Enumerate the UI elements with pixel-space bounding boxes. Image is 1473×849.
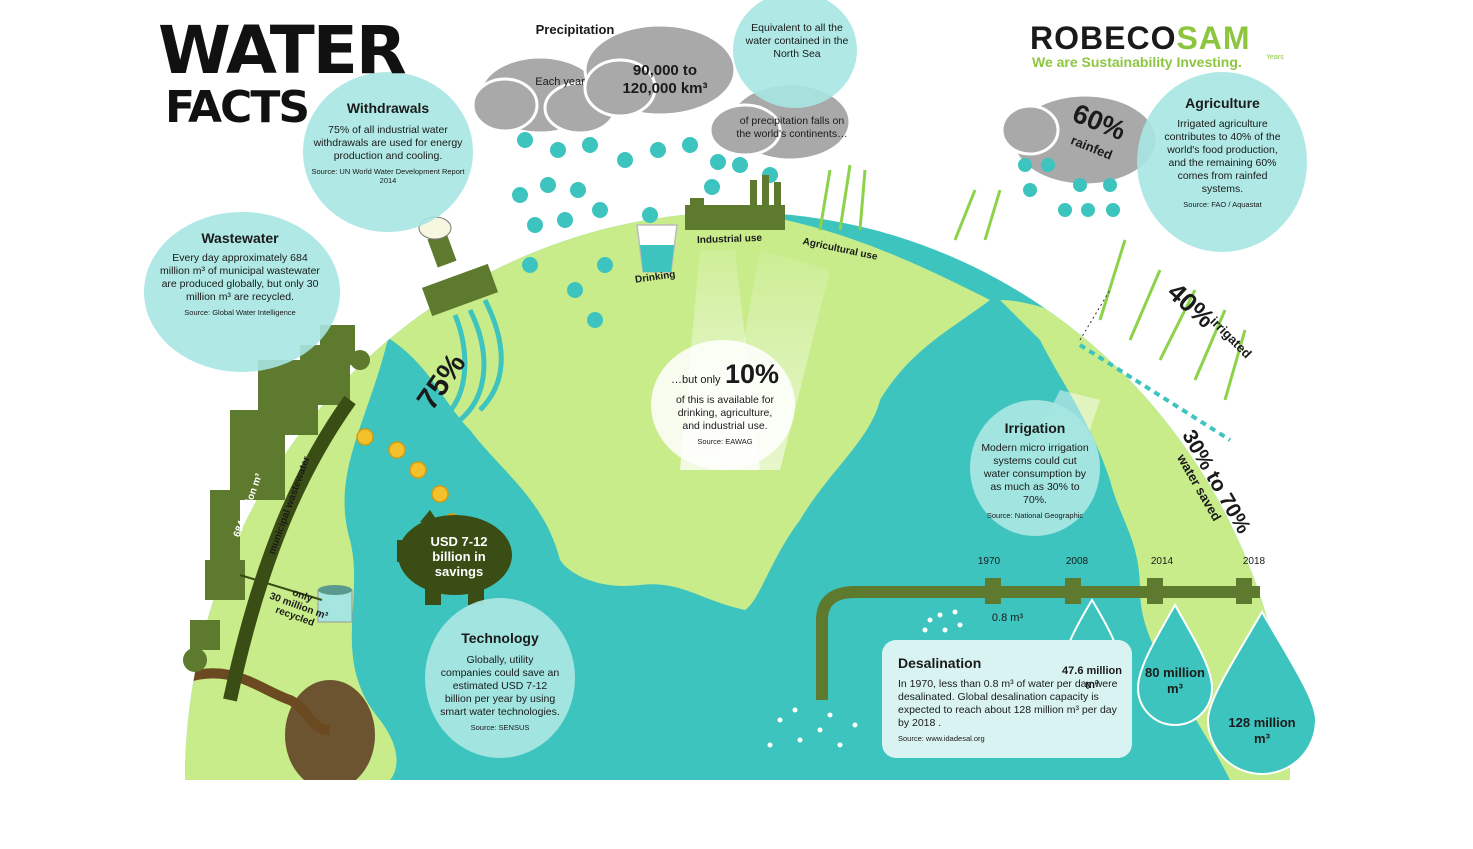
withdrawals-source: Source: UN World Water Development Repor… — [311, 166, 465, 186]
desal-amount-1970: 0.8 m³ — [991, 612, 1024, 624]
wastewater-heading: Wastewater — [201, 230, 279, 246]
available-body: of this is available for drinking, agric… — [675, 393, 775, 432]
logo-name-part1: ROBECO — [1030, 20, 1177, 56]
desalination-body: In 1970, less than 0.8 m³ of water per d… — [898, 677, 1118, 729]
withdrawals-bubble: Withdrawals 75% of all industrial water … — [308, 100, 468, 186]
agriculture-body: Irrigated agriculture contributes to 40%… — [1164, 117, 1281, 196]
use-industrial: Industrial use — [696, 232, 763, 247]
desal-amount-2008: 47.6 million m³ — [1062, 665, 1122, 691]
available-prefix: …but only — [670, 374, 721, 386]
desal-year-2018: 2018 — [1242, 556, 1266, 567]
desal-year-2014: 2014 — [1150, 556, 1174, 567]
desal-amount-2014: 80 million m³ — [1145, 665, 1205, 697]
desal-year-2008: 2008 — [1065, 556, 1089, 567]
technology-bubble: Technology Globally, utility companies c… — [440, 630, 560, 733]
precipitation-continents: of precipitation falls on the world's co… — [736, 115, 848, 141]
agriculture-source: Source: FAO / Aquastat — [1183, 200, 1262, 210]
available-block: …but only 10% of this is available for d… — [670, 358, 780, 447]
withdrawals-body: 75% of all industrial water withdrawals … — [313, 123, 463, 162]
irrigation-bubble: Irrigation Modern micro irrigation syste… — [980, 420, 1090, 521]
desalination-source: Source: www.idadesal.org — [898, 734, 985, 743]
irrigation-body: Modern micro irrigation systems could cu… — [981, 441, 1089, 507]
logo: ROBECOSAM — [1030, 20, 1251, 57]
technology-heading: Technology — [461, 630, 539, 646]
title-water: WATER — [158, 12, 407, 89]
irrigation-source: Source: National Geographic — [986, 511, 1084, 521]
wastewater-body: Every day approximately 684 million m³ o… — [160, 251, 320, 303]
technology-source: Source: SENSUS — [470, 723, 530, 733]
agriculture-bubble: Agriculture Irrigated agriculture contri… — [1160, 95, 1285, 210]
withdrawals-heading: Withdrawals — [346, 100, 430, 116]
wastewater-source: Source: Global Water Intelligence — [184, 308, 296, 317]
piggy-savings-label: USD 7-12 billion in savings — [430, 534, 488, 579]
technology-body: Globally, utility companies could save a… — [440, 653, 560, 719]
precipitation-heading: Precipitation — [535, 22, 615, 37]
logo-years: Years — [1266, 54, 1284, 61]
agriculture-heading: Agriculture — [1185, 95, 1260, 111]
logo-name-part2: SAM — [1176, 20, 1251, 56]
logo-tagline: We are Sustainability Investing. — [1032, 54, 1242, 70]
title-facts: FACTS — [165, 82, 310, 133]
precipitation-north-sea: Equivalent to all the water contained in… — [745, 22, 849, 61]
available-percent: 10% — [724, 359, 780, 389]
desal-amount-2018: 128 million m³ — [1228, 715, 1296, 747]
wastewater-bubble: Wastewater Every day approximately 684 m… — [160, 230, 320, 317]
precipitation-each-year: Each year — [535, 76, 585, 88]
desalination-box: Desalination In 1970, less than 0.8 m³ o… — [898, 655, 1123, 743]
desal-year-1970: 1970 — [977, 556, 1001, 567]
precipitation-amount: 90,000 to 120,000 km³ — [622, 62, 708, 97]
desalination-heading: Desalination — [898, 655, 982, 671]
available-source: Source: EAWAG — [697, 437, 753, 447]
irrigation-heading: Irrigation — [1004, 420, 1066, 436]
